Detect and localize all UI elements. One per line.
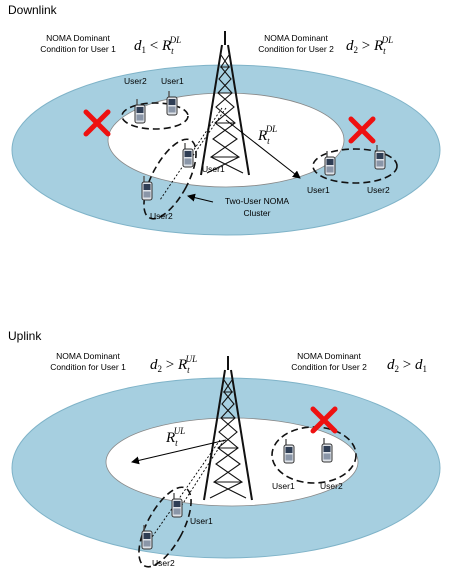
downlink-cluster-line1: Two-User NOMA [225,196,290,206]
downlink-cluster-line2: Cluster [244,208,271,218]
downlink-cond2-line1: NOMA Dominant [264,33,328,43]
uplink-user1-right-label: User1 [272,481,295,491]
uplink-panel: Uplink NOMA Dominant Condition for User … [8,329,441,568]
downlink-user1-center-label: User1 [202,164,225,174]
downlink-panel: Downlink NOMA Dominant Condition for Use… [8,3,441,236]
uplink-user1-left-label: User1 [190,516,213,526]
downlink-cond1-formula: d1 < RtDL [134,35,181,56]
downlink-radius-label: RtDL [257,124,277,146]
downlink-cond1-line1: NOMA Dominant [46,33,110,43]
downlink-cond2-formula: d2 > RtDL [346,35,393,56]
uplink-user2-right-label: User2 [320,481,343,491]
downlink-cond2-line2: Condition for User 2 [258,44,334,54]
downlink-user2-left-label: User2 [124,76,147,86]
downlink-title: Downlink [8,3,58,17]
uplink-cond1-line1: NOMA Dominant [56,351,120,361]
uplink-radius-arrow [131,439,227,465]
downlink-cluster-left [121,102,189,130]
downlink-user1-left-label: User1 [161,76,184,86]
uplink-dotted-links [149,439,225,541]
downlink-cond1-line2: Condition for User 1 [40,44,116,54]
downlink-cluster-right [312,148,398,184]
downlink-user1-right-label: User1 [307,185,330,195]
uplink-cluster-left [138,486,192,568]
uplink-radius-label: RtUL [165,426,185,448]
uplink-cond2-line1: NOMA Dominant [297,351,361,361]
uplink-cond2-formula: d2 > d1 [387,357,427,374]
downlink-user2-right-label: User2 [367,185,390,195]
downlink-cluster-pointer [187,193,214,203]
uplink-user2-left-label: User2 [152,558,175,568]
uplink-cond2-line2: Condition for User 2 [291,362,367,372]
uplink-title: Uplink [8,329,42,343]
downlink-radius-arrow [225,119,301,179]
uplink-cond1-formula: d2 > RtUL [150,354,197,375]
uplink-cond1-line2: Condition for User 1 [50,362,126,372]
downlink-cluster-center [143,138,197,220]
uplink-inner-disk [105,417,359,507]
downlink-user2-center-label: User2 [150,211,173,221]
